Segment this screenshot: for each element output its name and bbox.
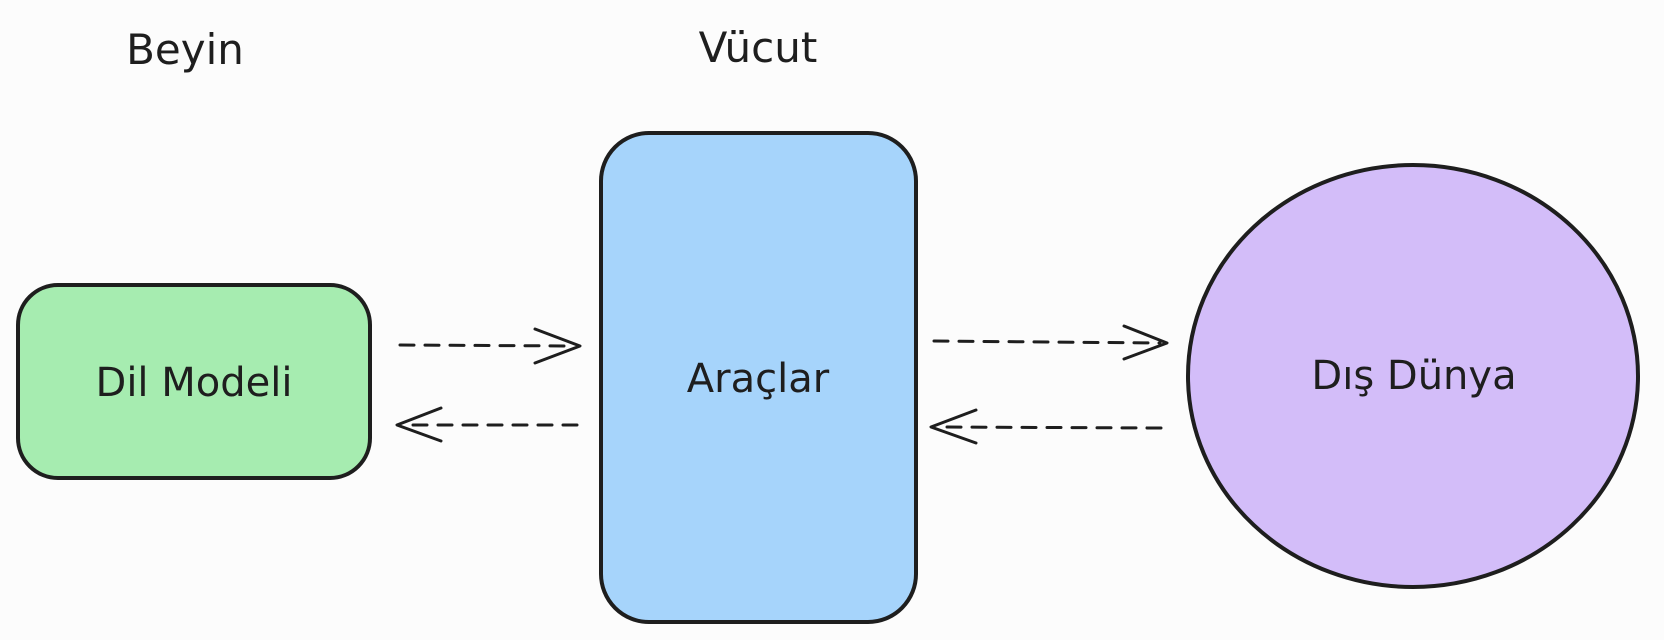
body-heading: Vücut: [699, 23, 818, 72]
language-model-box: [16, 283, 372, 480]
language-model-label: Dil Modeli: [96, 360, 293, 406]
arrowhead: [533, 327, 582, 365]
outside-world-label: Dış Dünya: [1311, 353, 1516, 399]
outside-world-circle: [1186, 163, 1640, 589]
tools-box: [599, 131, 918, 624]
arrow-tools-to-outside-world: [932, 324, 1169, 361]
arrow-tools-to-language-model: [395, 406, 579, 443]
arrowhead: [395, 406, 443, 443]
tools-node: Araçlar: [599, 131, 918, 624]
tools-label: Araçlar: [687, 356, 830, 402]
arrow-line: [398, 343, 576, 348]
arrow-outside-world-to-tools: [929, 408, 1163, 445]
brain-heading: Beyin: [126, 25, 244, 74]
arrowhead: [1122, 324, 1169, 361]
arrow-line: [932, 339, 1162, 345]
arrow-line: [935, 425, 1163, 430]
outside-world-node: Dış Dünya: [1186, 163, 1640, 589]
arrowhead: [929, 408, 978, 445]
language-model-node: Dil Modeli: [16, 283, 372, 480]
arrow-language-model-to-tools: [398, 327, 582, 365]
